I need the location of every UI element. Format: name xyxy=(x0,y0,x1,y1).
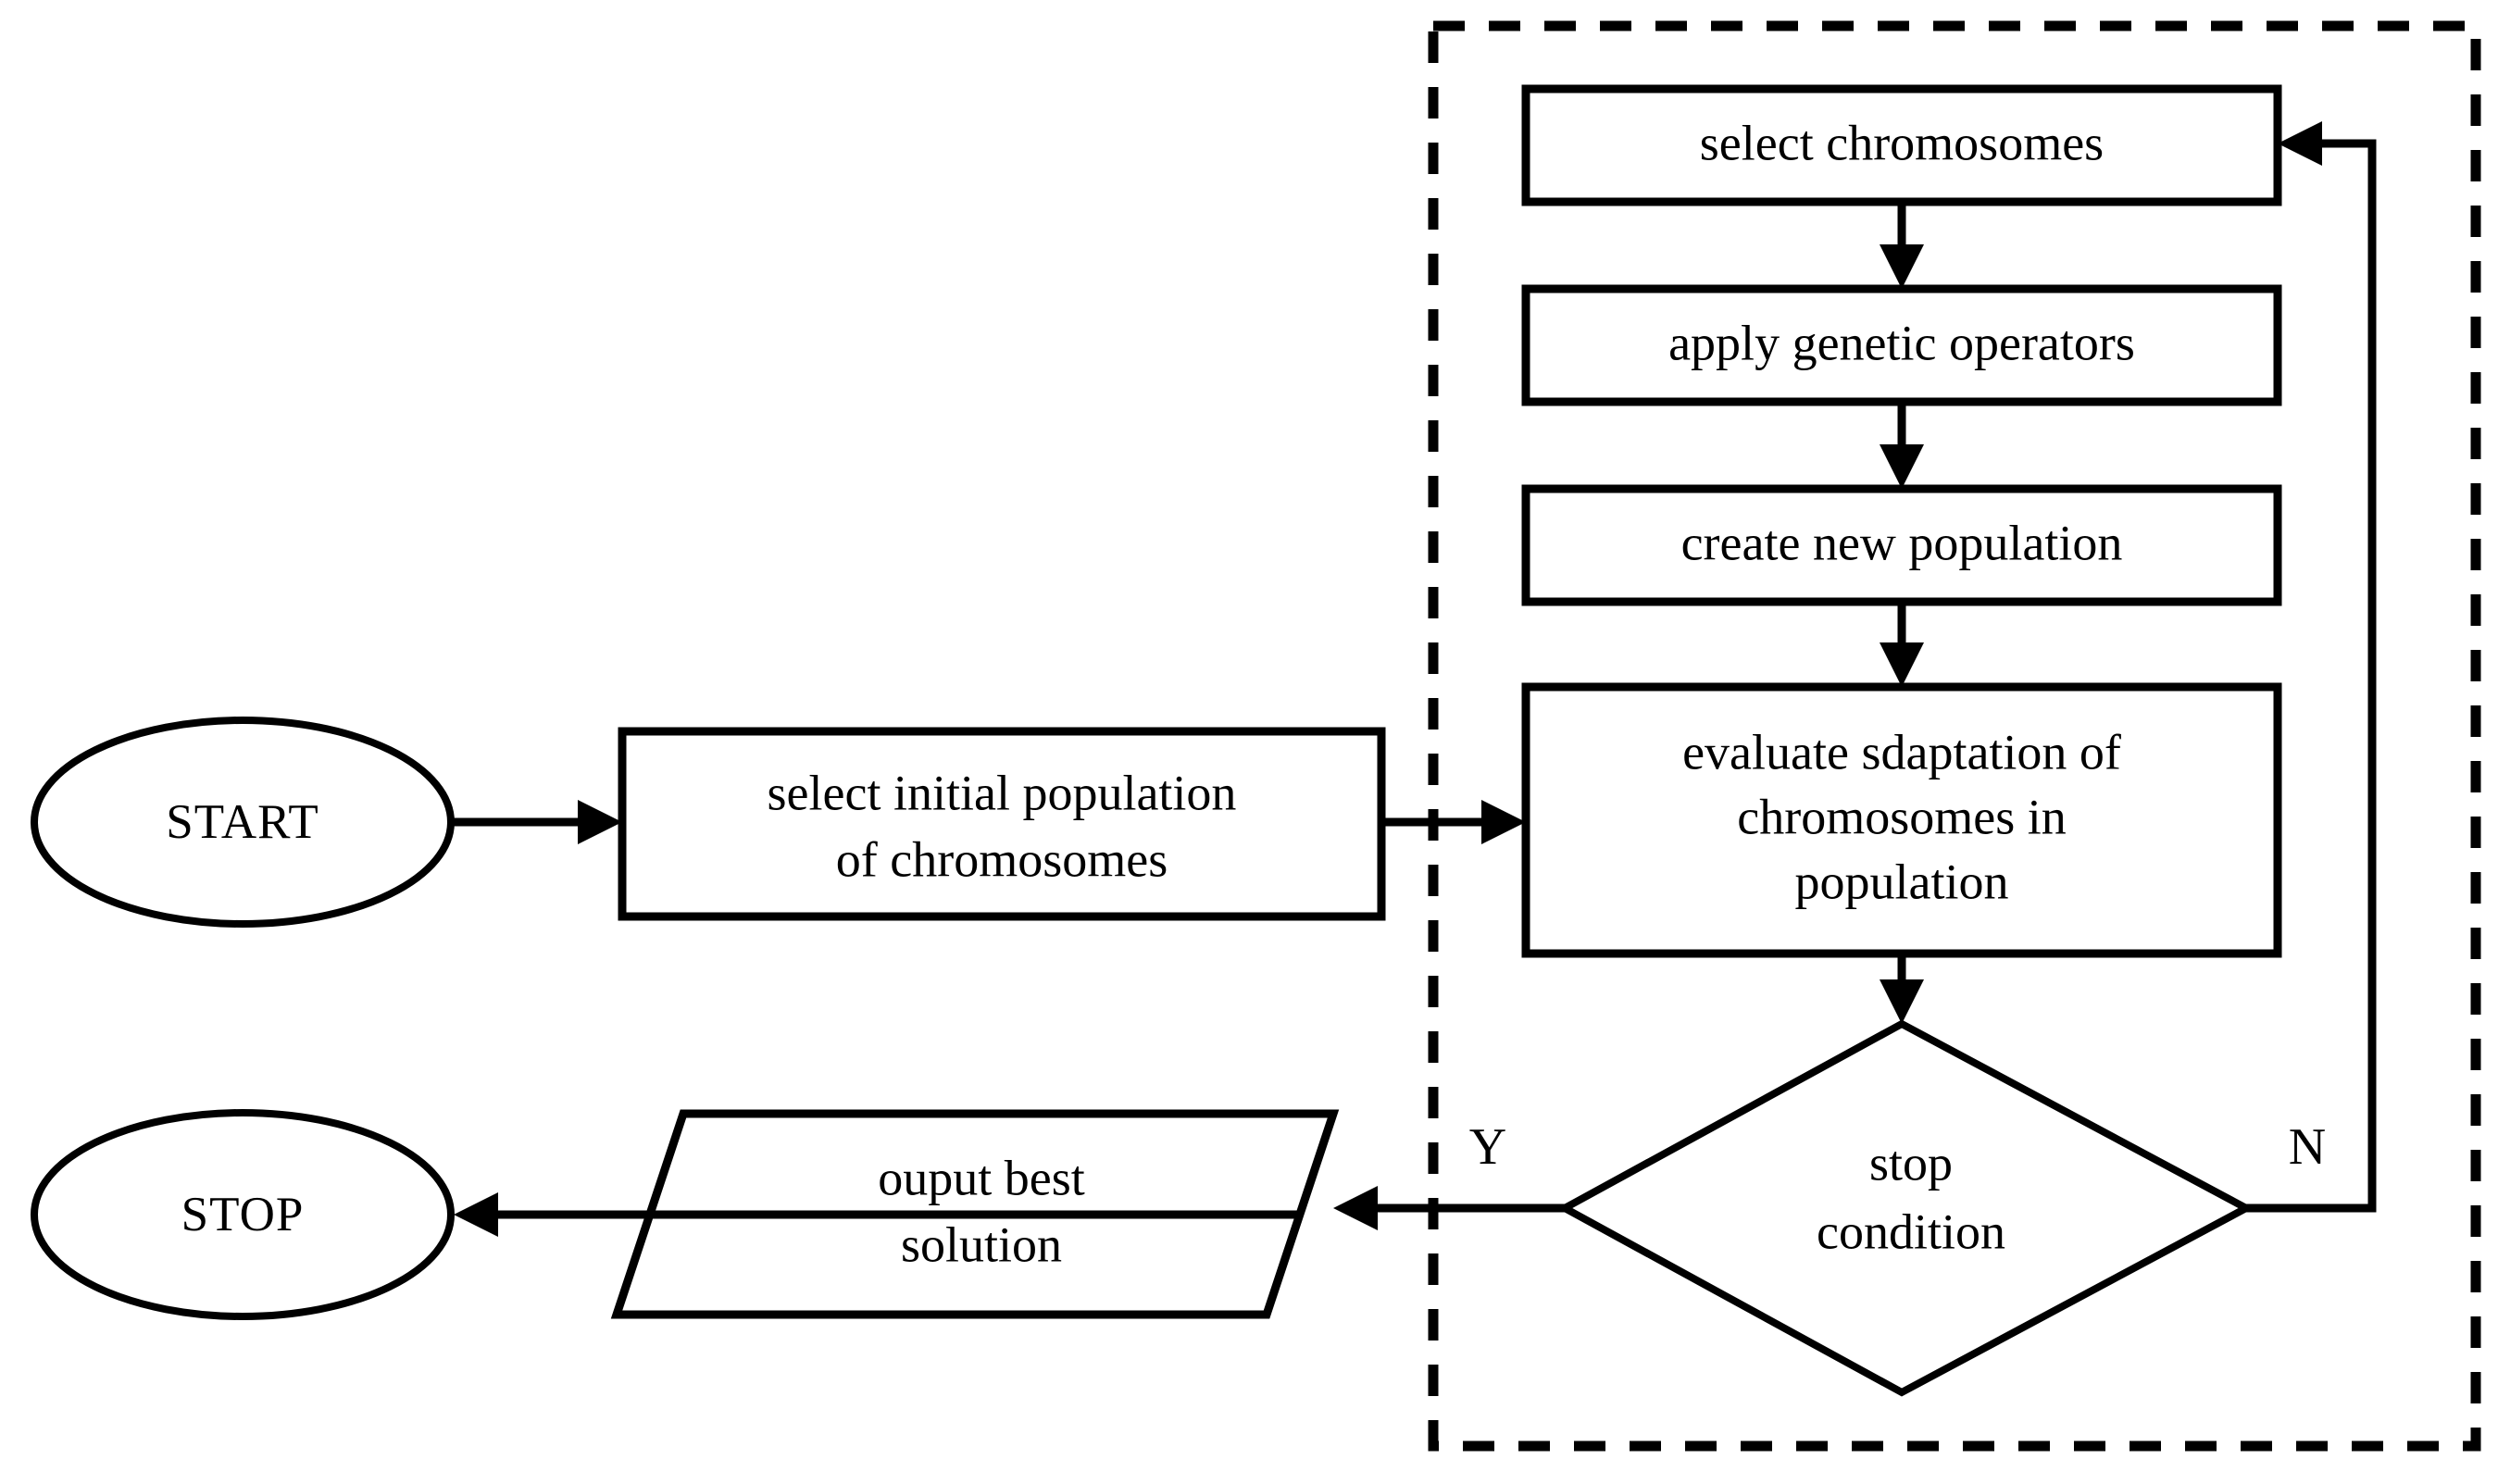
node-stop-condition[interactable]: stop condition xyxy=(1556,1019,2254,1397)
node-apply-operators-label: apply genetic operators xyxy=(1668,315,2135,370)
node-apply-genetic-operators[interactable]: apply genetic operators xyxy=(1521,284,2282,406)
node-start[interactable]: START xyxy=(31,717,455,928)
edge-apply-to-create xyxy=(1880,402,1924,489)
edge-no-feedback-loop xyxy=(2246,121,2377,1213)
node-output-best-label-line1: ouput best xyxy=(878,1150,1085,1205)
arrowhead-icon xyxy=(454,1192,498,1237)
edge-create-to-evaluate xyxy=(1880,602,1924,687)
edge-select-initial-to-evaluate xyxy=(1381,800,1526,844)
dashed-loop-region xyxy=(1428,20,2481,1452)
node-output-best-label-line2: solution xyxy=(901,1216,1062,1272)
node-evaluate-label-line2: chromosomes in xyxy=(1737,789,2066,844)
arrowhead-icon xyxy=(1481,800,1526,844)
node-select-chromosomes-label: select chromosomes xyxy=(1700,115,2104,170)
edge-start-to-select-initial xyxy=(451,800,622,844)
arrowhead-icon xyxy=(1880,244,1924,289)
stop-ellipse-shape xyxy=(31,1109,455,1320)
arrowhead-icon xyxy=(1333,1186,1378,1230)
edge-evaluate-to-stop-condition xyxy=(1880,954,1924,1024)
arrowhead-icon xyxy=(2278,121,2322,166)
arrowhead-icon xyxy=(578,800,622,844)
node-stop-condition-label-line2: condition xyxy=(1817,1203,2005,1259)
node-stop-label: STOP xyxy=(181,1188,305,1241)
node-evaluate-adaptation[interactable]: evaluate sdaptation of chromosomes in po… xyxy=(1521,682,2282,958)
create-population-rect-shape xyxy=(1521,484,2282,606)
node-start-label: START xyxy=(166,795,318,849)
branch-label-yes: Y xyxy=(1469,1118,1506,1176)
apply-operators-rect-shape xyxy=(1521,284,2282,406)
select-initial-rect-shape xyxy=(618,727,1386,921)
edge-yes-to-output xyxy=(1333,1186,1565,1230)
arrowhead-icon xyxy=(1880,979,1924,1024)
evaluate-rect-shape xyxy=(1521,682,2282,958)
node-stop[interactable]: STOP xyxy=(31,1109,455,1320)
node-select-initial-label-line1: select initial population xyxy=(768,765,1237,820)
node-evaluate-label-line1: evaluate sdaptation of xyxy=(1682,724,2121,779)
node-stop-condition-label-line1: stop xyxy=(1869,1135,1953,1191)
node-evaluate-label-line3: population xyxy=(1795,854,2009,909)
edge-output-to-stop xyxy=(454,1192,1300,1237)
node-create-population-label: create new population xyxy=(1681,515,2123,570)
branch-label-no: N xyxy=(2289,1118,2326,1176)
node-select-chromosomes[interactable]: select chromosomes xyxy=(1521,84,2282,206)
stop-condition-diamond-shape xyxy=(1556,1019,2254,1397)
arrowhead-icon xyxy=(1880,444,1924,489)
node-create-new-population[interactable]: create new population xyxy=(1521,484,2282,606)
node-select-initial-label-line2: of chromosomes xyxy=(836,831,1168,887)
node-select-initial-population[interactable]: select initial population of chromosomes xyxy=(618,727,1386,921)
edge-select-to-apply xyxy=(1880,202,1924,289)
arrowhead-icon xyxy=(1880,642,1924,687)
